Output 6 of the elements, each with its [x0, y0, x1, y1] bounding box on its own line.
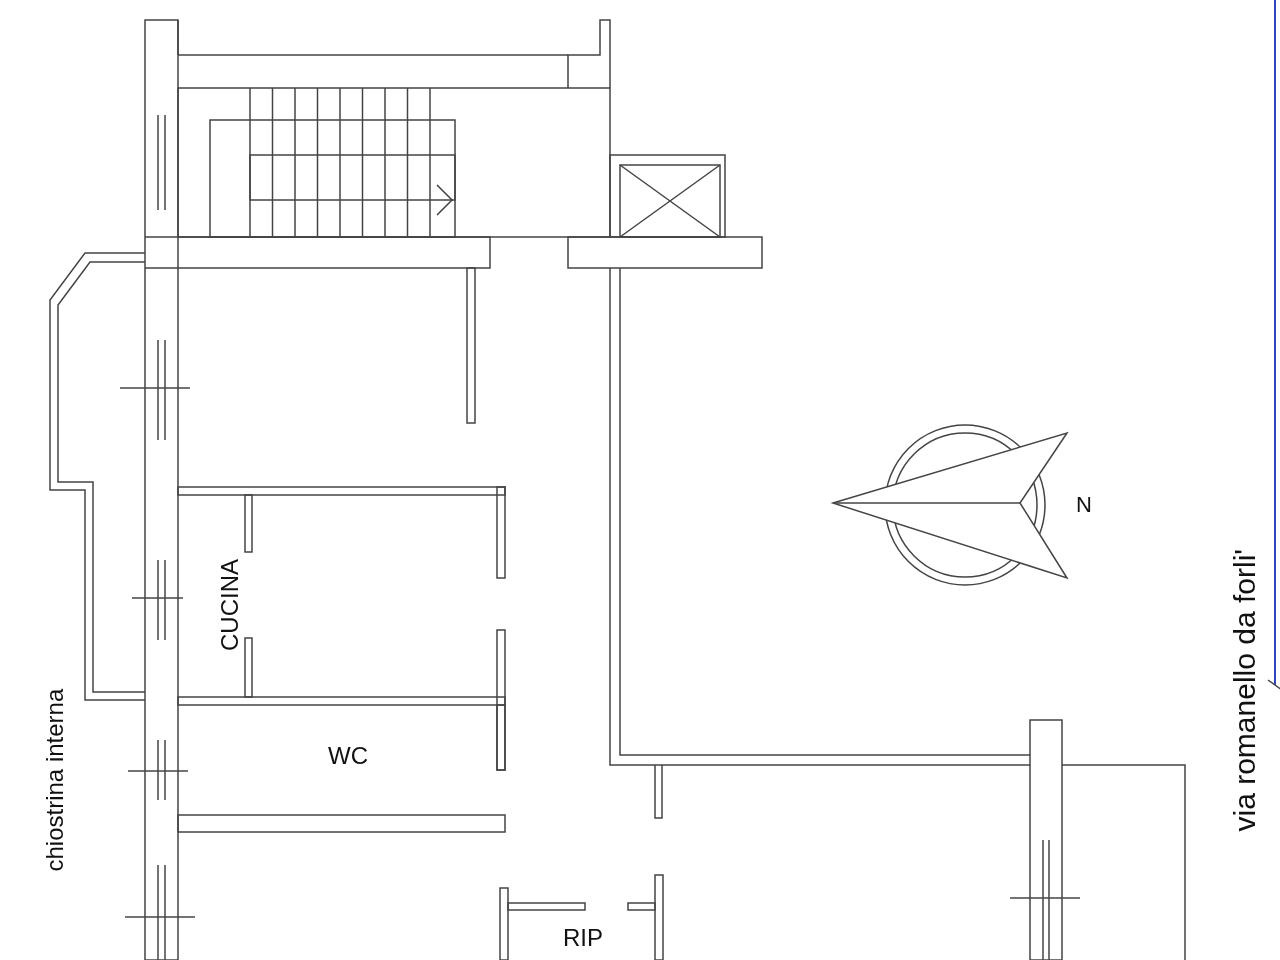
- street-name: via romanello da forli': [1230, 548, 1260, 832]
- compass-letter: N: [1076, 494, 1092, 516]
- courtyard-label: chiostrina interna: [43, 688, 67, 872]
- room-label: RIP: [563, 926, 603, 950]
- room-label: WC: [328, 744, 368, 768]
- room-label: CUCINA: [218, 559, 242, 651]
